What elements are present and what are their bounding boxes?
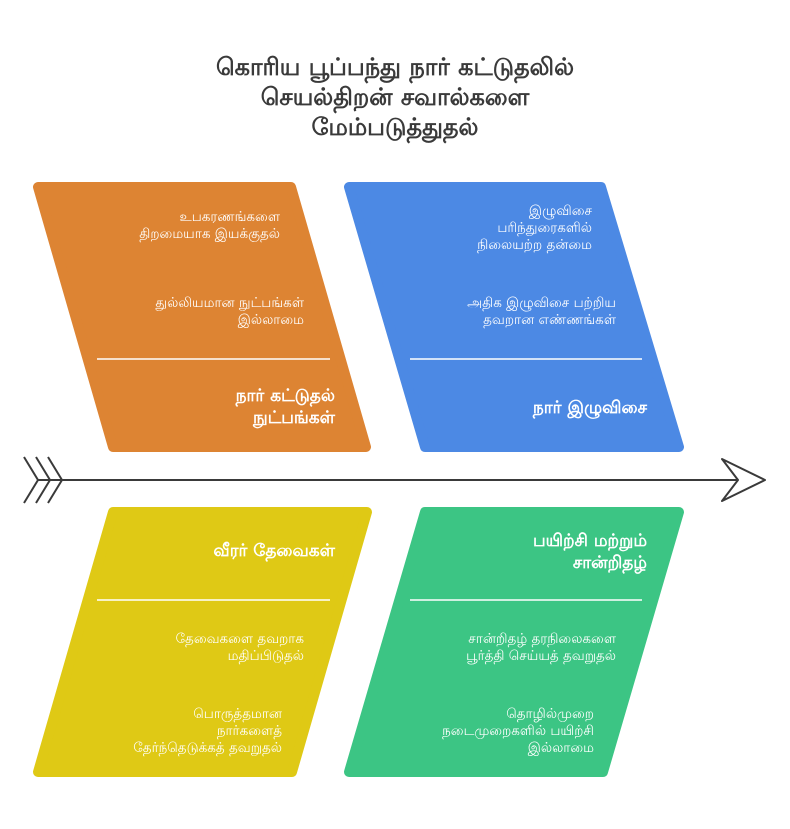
cause-text: தொழில்முறை	[506, 706, 594, 722]
category-box-blue	[344, 182, 684, 452]
title-line: மேம்படுத்துதல்	[311, 113, 479, 141]
cause-text: துல்லியமான நுட்பங்கள்	[155, 295, 304, 311]
cause-text: இழுவிசை	[528, 203, 592, 219]
category-title: நார் கட்டுதல் நுட்பங்கள்	[236, 385, 335, 429]
category-title: நார் இழுவிசை	[533, 397, 647, 419]
diagram-title: கொரிய பூப்பந்து நார் கட்டுதலில் செயல்திற…	[0, 52, 790, 142]
cause-text: தேவைகளை தவறாக	[175, 631, 304, 647]
cause-text: நார்களைத்	[216, 723, 282, 739]
cause-text: தேர்ந்தெடுக்கத் தவறுதல்	[133, 740, 282, 756]
category-box-green	[344, 507, 684, 777]
cause-item: அதிக இழுவிசை பற்றிய தவறான எண்ணங்கள்	[467, 295, 616, 329]
category-box-orange	[33, 182, 371, 452]
cause-text: நிலையற்ற தன்மை	[477, 237, 592, 253]
cause-item: இழுவிசை பரிந்துரைகளில் நிலையற்ற தன்மை	[477, 203, 592, 254]
cause-text: சான்றிதழ் தரநிலைகளை	[468, 631, 616, 647]
cause-text: உபகரணங்களை	[179, 209, 281, 225]
cause-text: பரிந்துரைகளில்	[497, 220, 592, 236]
cause-text: நடைமுறைகளில் பயிற்சி	[442, 723, 594, 739]
category-title-line: நார் கட்டுதல்	[235, 386, 335, 406]
cause-item: தேவைகளை தவறாக மதிப்பிடுதல்	[175, 631, 304, 665]
cause-text: அதிக இழுவிசை பற்றிய	[467, 295, 616, 311]
cause-text: திறமையாக இயக்குதல்	[139, 226, 280, 242]
cause-text: இல்லாமை	[527, 740, 594, 756]
category-title-line: வீரர் தேவைகள்	[213, 541, 335, 561]
category-title-line: சான்றிதழ்	[572, 553, 647, 573]
cause-text: தவறான எண்ணங்கள்	[483, 312, 616, 328]
cause-text: பொருத்தமான	[193, 706, 282, 722]
cause-item: சான்றிதழ் தரநிலைகளை பூர்த்தி செய்யத் தவற…	[466, 631, 616, 665]
title-line: கொரிய பூப்பந்து நார் கட்டுதலில்	[215, 53, 575, 81]
category-title-line: பயிற்சி மற்றும்	[532, 531, 647, 551]
cause-item: பொருத்தமான நார்களைத் தேர்ந்தெடுக்கத் தவற…	[133, 706, 282, 757]
category-title-line: நுட்பங்கள்	[253, 408, 335, 428]
cause-item: தொழில்முறை நடைமுறைகளில் பயிற்சி இல்லாமை	[442, 706, 594, 757]
category-box-yellow	[33, 507, 372, 777]
arrow-head-icon	[721, 458, 766, 502]
category-title: வீரர் தேவைகள்	[213, 540, 335, 562]
cause-item: துல்லியமான நுட்பங்கள் இல்லாமை	[155, 295, 304, 329]
title-line: செயல்திறன் சவால்களை	[260, 83, 530, 111]
cause-item: உபகரணங்களை திறமையாக இயக்குதல்	[139, 209, 280, 243]
cause-text: இல்லாமை	[237, 312, 304, 328]
category-title: பயிற்சி மற்றும் சான்றிதழ்	[533, 530, 647, 574]
category-title-line: நார் இழுவிசை	[532, 398, 647, 418]
cause-text: மதிப்பிடுதல்	[227, 648, 304, 664]
cause-text: பூர்த்தி செய்யத் தவறுதல்	[466, 648, 616, 664]
